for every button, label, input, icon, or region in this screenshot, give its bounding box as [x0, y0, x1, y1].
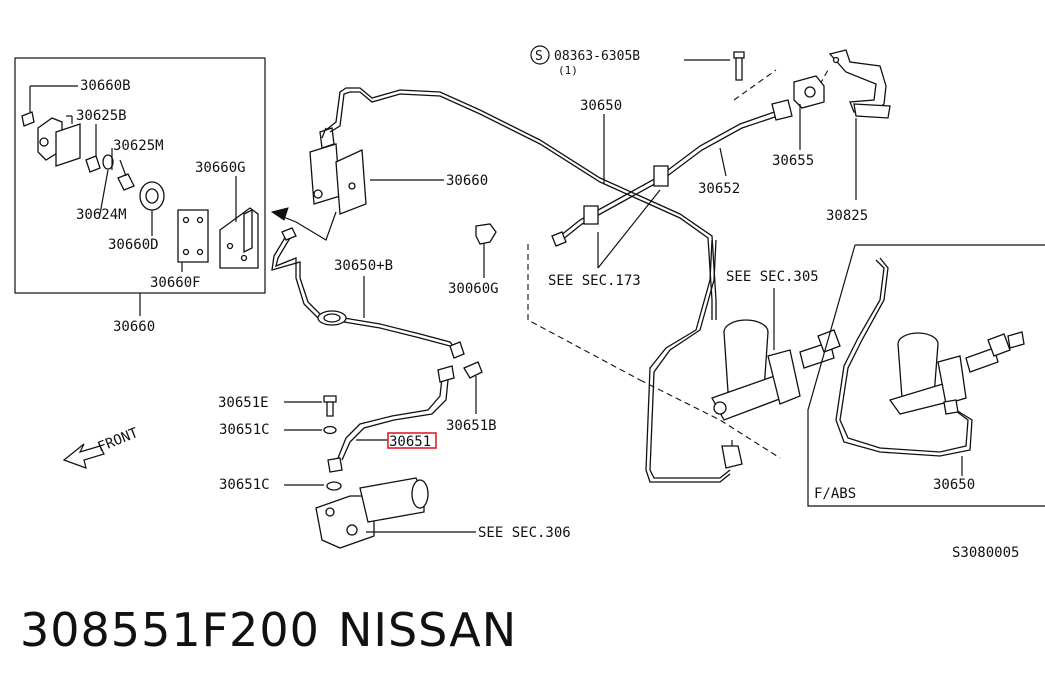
label-30651E: 30651E	[218, 395, 269, 411]
bolt-08363	[733, 51, 745, 81]
label-30655: 30655	[772, 153, 814, 169]
front-arrow-icon	[62, 443, 105, 469]
label-30660D: 30660D	[108, 237, 159, 253]
grommet-30655	[793, 75, 825, 109]
label-30660B: 30660B	[80, 78, 131, 94]
grommet-30060G	[475, 223, 497, 245]
label-30060G: 30060G	[448, 281, 499, 297]
label-fabs: F/ABS	[814, 486, 856, 502]
label-see-sec306: SEE SEC.306	[478, 525, 571, 541]
footer-brand: NISSAN	[338, 603, 517, 657]
label-30624M: 30624M	[76, 207, 127, 223]
master-cylinder	[711, 319, 841, 421]
bracket-30825	[828, 49, 891, 119]
label-30651-highlight: 30651	[389, 434, 431, 450]
label-30625B: 30625B	[76, 108, 127, 124]
fabs-inset	[807, 244, 1045, 507]
inset-bracket-assembly	[21, 111, 259, 269]
label-30651C-1: 30651C	[219, 422, 270, 438]
label-30825: 30825	[826, 208, 868, 224]
footer-part-number: 308551F200	[20, 603, 320, 657]
label-bolt-code: 08363-6305B	[554, 49, 640, 64]
bolt-s-symbol: S	[535, 49, 543, 64]
label-30660G-inset: 30660G	[195, 160, 246, 176]
label-30660-main: 30660	[446, 173, 488, 189]
label-30651B: 30651B	[446, 418, 497, 434]
label-bolt-qty: (1)	[558, 64, 578, 77]
diagram-code: S3080005	[952, 545, 1019, 561]
label-30660-inset: 30660	[113, 319, 155, 335]
operating-cylinder	[315, 477, 429, 549]
label-30652: 30652	[698, 181, 740, 197]
label-see-sec173: SEE SEC.173	[548, 273, 641, 289]
label-see-sec305: SEE SEC.305	[726, 269, 819, 285]
label-30650B: 30650+B	[334, 258, 393, 274]
label-30651C-2: 30651C	[219, 477, 270, 493]
label-30660F: 30660F	[150, 275, 201, 291]
bracket-30660	[309, 127, 367, 215]
highlight-box	[387, 432, 437, 449]
label-front: FRONT	[96, 425, 142, 456]
label-fabs-30650: 30650	[933, 477, 975, 493]
label-30650-top: 30650	[580, 98, 622, 114]
label-30625M: 30625M	[113, 138, 164, 154]
